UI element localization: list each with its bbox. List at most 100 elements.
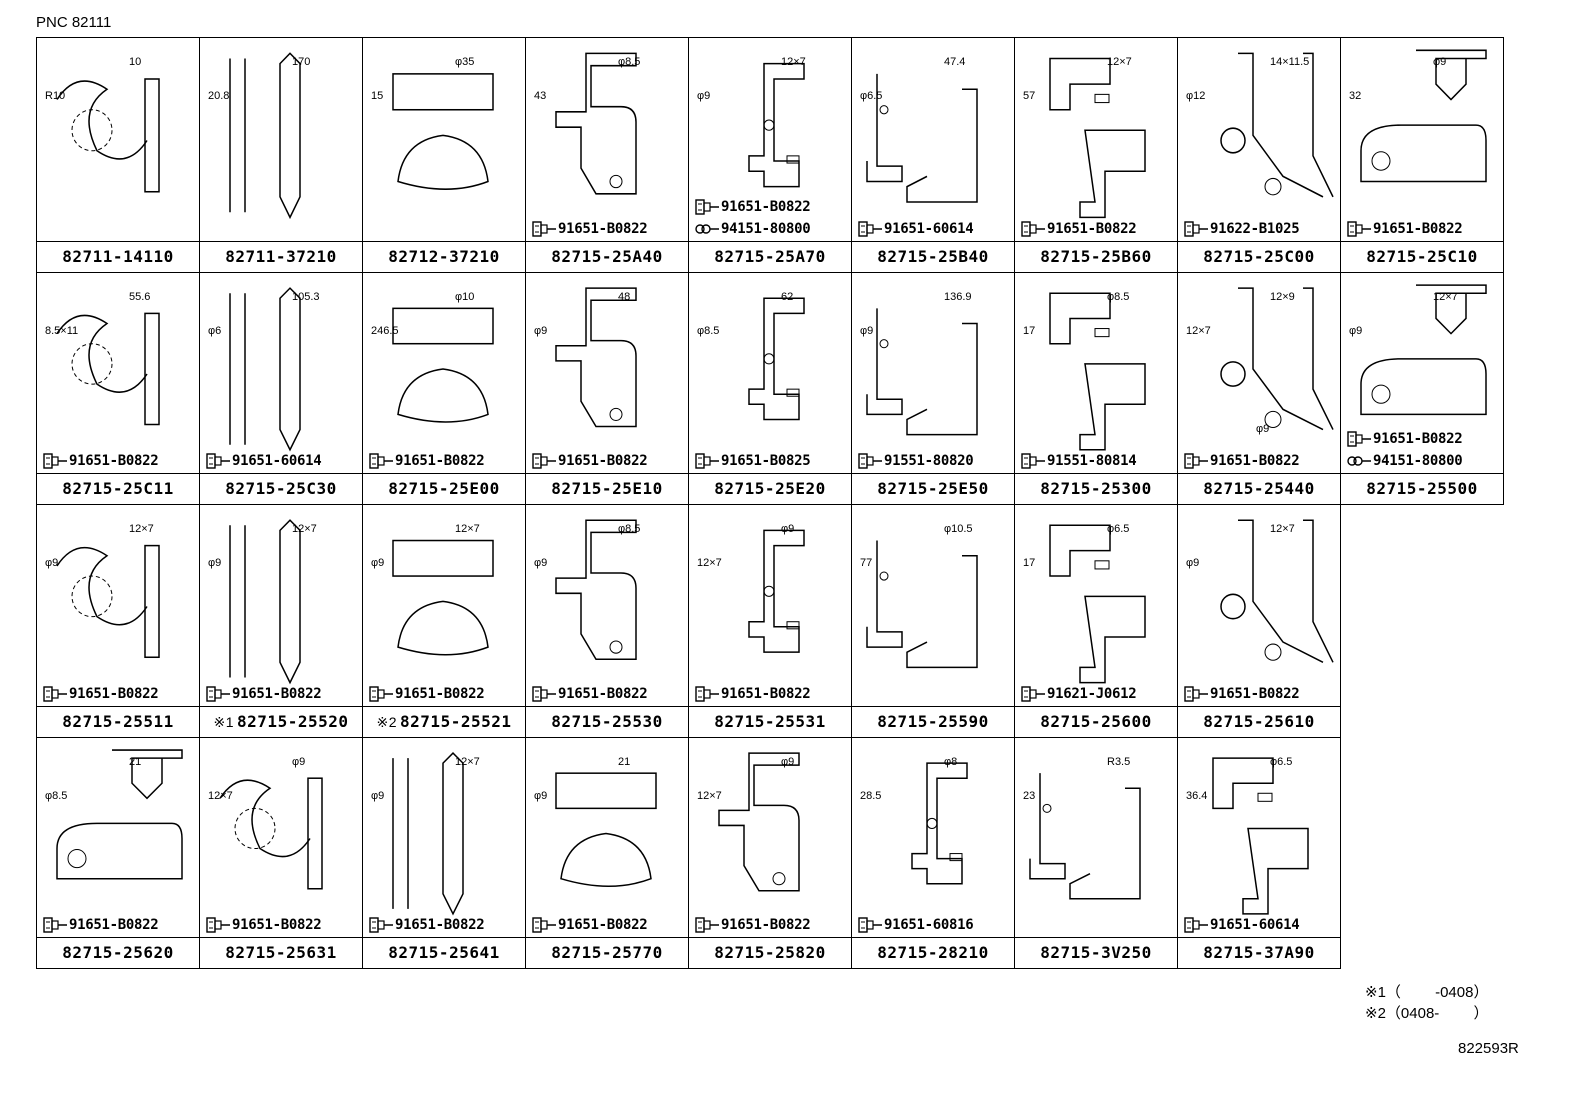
- part-illustration: [555, 519, 637, 661]
- part-number: 82715-25620: [37, 937, 199, 968]
- bolt-icon: [1021, 453, 1045, 469]
- dimension-label: φ35: [455, 56, 475, 68]
- part-number-text: 82715-25C11: [62, 479, 174, 498]
- bolt-icon: [369, 686, 393, 702]
- bolt-part-number: 91651-B0822: [1047, 221, 1137, 237]
- dimension-label: φ8.5: [697, 325, 720, 337]
- part-number-text: 82715-25511: [62, 712, 174, 731]
- dimension-label: 12×7: [697, 790, 722, 802]
- bolt-part-number: 91651-B0822: [232, 686, 322, 702]
- part-number-text: 82715-3V250: [1040, 943, 1152, 962]
- footnote-1: ※1（ -0408）: [1365, 984, 1489, 1001]
- bolt-part-number: 91651-B0822: [395, 686, 485, 702]
- part-number: 82715-25300: [1015, 473, 1177, 504]
- bolt-callout: 91651-B0822: [206, 684, 322, 704]
- part-illustration: [392, 73, 494, 190]
- bolt-part-number: 91651-B0822: [395, 917, 485, 933]
- dimension-label: φ9: [208, 557, 222, 569]
- part-number-text: 82711-37210: [225, 247, 337, 266]
- bolt-part-number: 91622-B1025: [1210, 221, 1300, 237]
- bolt-icon: [1184, 221, 1208, 237]
- bolt-icon: [858, 917, 882, 933]
- part-number-text: 82715-25500: [1366, 479, 1478, 498]
- footnote-marker: ※2: [376, 714, 398, 730]
- part-number-text: 82715-25B60: [1040, 247, 1152, 266]
- part-number: 82715-25E20: [689, 473, 851, 504]
- bolt-callout: 91651-B0822: [206, 915, 322, 935]
- part-illustration: [56, 78, 160, 193]
- bolt-callout: 91651-B0822: [532, 684, 648, 704]
- dimension-label: 43: [534, 90, 547, 102]
- part-illustration: [229, 519, 301, 685]
- part-illustration: [555, 772, 657, 887]
- bolt-icon: [1347, 431, 1371, 447]
- illustration-ref: 822593R: [1458, 1040, 1519, 1057]
- bolt-callout: 91651-B0822: [1347, 219, 1463, 239]
- bolt-icon: [206, 453, 230, 469]
- bolt-part-number: 94151-80800: [721, 221, 811, 237]
- dimension-label: 12×7: [781, 56, 806, 68]
- dimension-label: 12×7: [208, 790, 233, 802]
- bolt-icon: [43, 686, 67, 702]
- bolt-callout: 91651-B0822: [369, 915, 485, 935]
- dimension-label: φ6.5: [860, 90, 883, 102]
- dimension-label: φ10: [455, 291, 475, 303]
- part-illustration: [1220, 287, 1334, 431]
- part-number-text: 82715-25B40: [877, 247, 989, 266]
- part-illustration: [1049, 57, 1146, 219]
- part-illustration: [748, 297, 805, 421]
- part-number-text: 82715-25E50: [877, 479, 989, 498]
- dimension-label: 12×7: [1270, 523, 1295, 535]
- part-illustration: [56, 312, 160, 426]
- bolt-part-number: 91551-80814: [1047, 453, 1137, 469]
- dimension-label: φ6.5: [1107, 523, 1130, 535]
- part-number: 82715-25C10: [1341, 241, 1503, 272]
- part-number: 82715-25E10: [526, 473, 688, 504]
- dimension-label: 57: [1023, 90, 1036, 102]
- bolt-icon: [369, 453, 393, 469]
- dimension-label: φ8.5: [618, 523, 641, 535]
- dimension-label: 136.9: [944, 291, 972, 303]
- part-number: 82715-25440: [1178, 473, 1340, 504]
- part-number: 82715-25610: [1178, 706, 1340, 737]
- part-number: 82715-3V250: [1015, 937, 1177, 968]
- bolt-callout: 91651-B0822: [1347, 429, 1463, 449]
- part-number: 82715-37A90: [1178, 937, 1340, 968]
- bolt-icon: [695, 199, 719, 215]
- part-number: 82711-37210: [200, 241, 362, 272]
- bolt-callout: 91651-B0822: [43, 451, 159, 471]
- part-number: 82715-25C30: [200, 473, 362, 504]
- dimension-label: 62: [781, 291, 794, 303]
- part-number: 82715-25C11: [37, 473, 199, 504]
- bolt-callout: 91621-J0612: [1021, 684, 1137, 704]
- part-number-text: 82715-25E00: [388, 479, 500, 498]
- bolt-callout: 91651-B0822: [1184, 684, 1300, 704]
- part-number: 82711-14110: [37, 241, 199, 272]
- part-number-text: 82715-25610: [1203, 712, 1315, 731]
- bolt-part-number: 94151-80800: [1373, 453, 1463, 469]
- dimension-label: φ9: [781, 523, 795, 535]
- footnote-2: ※2（0408- ）: [1365, 1005, 1489, 1022]
- dimension-label: φ9: [1186, 557, 1200, 569]
- part-illustration: [1212, 757, 1309, 915]
- dimension-label: 8.5×11: [45, 325, 79, 337]
- part-illustration: [56, 544, 160, 659]
- bolt-part-number: 91651-60614: [232, 453, 322, 469]
- dimension-label: 21: [129, 756, 142, 768]
- part-number-text: 82715-25A70: [714, 247, 826, 266]
- dimension-label: 15: [371, 90, 384, 102]
- part-illustration: [219, 777, 323, 890]
